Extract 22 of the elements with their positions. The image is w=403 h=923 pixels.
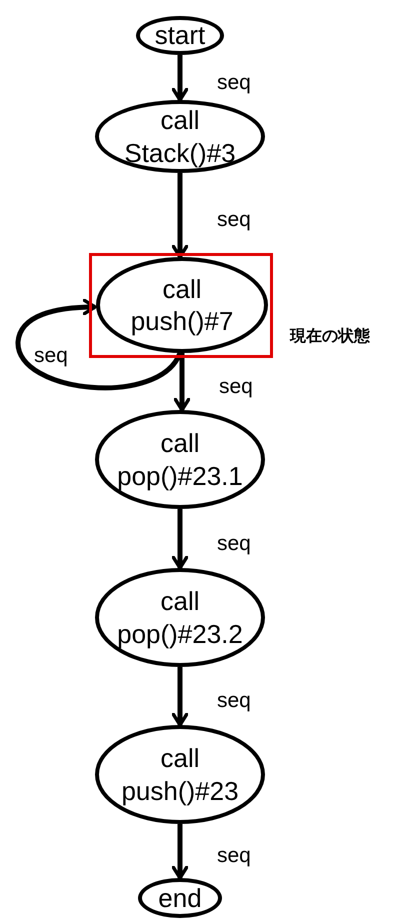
node-label: call Stack()#3 — [123, 104, 237, 169]
node-label: call push()#23 — [120, 742, 240, 807]
state-heading: 現在の状態 — [290, 326, 370, 347]
node-label: start — [154, 19, 206, 52]
edge-label: seq — [217, 209, 251, 230]
node-label: call pop()#23.2 — [116, 585, 244, 650]
node-label: end — [157, 882, 203, 914]
arrow — [172, 509, 188, 570]
arrow — [172, 667, 188, 727]
edge-label: seq — [219, 376, 253, 396]
edge-label: seq — [217, 690, 251, 711]
edge-label: seq — [217, 845, 251, 866]
arrow — [174, 353, 190, 412]
edge-label: seq — [34, 345, 68, 366]
edge-label: seq — [217, 532, 251, 554]
arrow — [172, 55, 188, 102]
node-label: call push()#7 — [130, 272, 234, 338]
arrow — [16, 298, 182, 390]
arrow — [172, 173, 188, 259]
node-label: call pop()#23.1 — [116, 427, 244, 492]
edge-label: seq — [217, 72, 251, 92]
arrow — [172, 824, 188, 880]
